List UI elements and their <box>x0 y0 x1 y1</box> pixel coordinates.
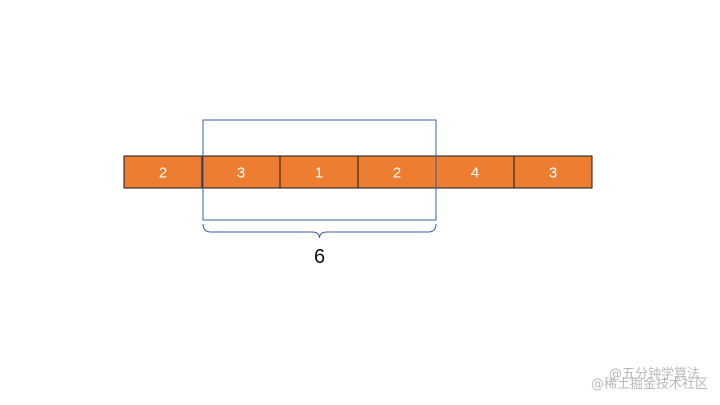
array-cell: 2 <box>357 155 437 189</box>
array-cell-box <box>513 155 593 189</box>
array-cell-value: 3 <box>237 165 245 182</box>
array-cell-box <box>279 155 359 189</box>
array-cells: 2 3 1 2 4 3 <box>123 155 593 189</box>
array-cell-value: 3 <box>549 165 557 182</box>
array-cell: 3 <box>513 155 593 189</box>
array-cell-box <box>201 155 281 189</box>
array-cell-box <box>123 155 203 189</box>
array-cell: 2 <box>123 155 203 189</box>
array-cell: 4 <box>435 155 515 189</box>
window-sum-label: 6 <box>314 246 325 268</box>
array-cell: 1 <box>279 155 359 189</box>
watermark-community: @稀土掘金技术社区 <box>591 376 708 392</box>
window-brace <box>202 223 437 239</box>
watermark-author: @五分钟学算法 <box>609 366 700 382</box>
sliding-window-frame <box>202 119 437 221</box>
array-cell-value: 2 <box>393 165 401 182</box>
array-cell-value: 1 <box>315 165 323 182</box>
array-cell-value: 4 <box>471 165 479 182</box>
array-cell: 3 <box>201 155 281 189</box>
array-cell-value: 2 <box>159 165 167 182</box>
array-cell-box <box>435 155 515 189</box>
